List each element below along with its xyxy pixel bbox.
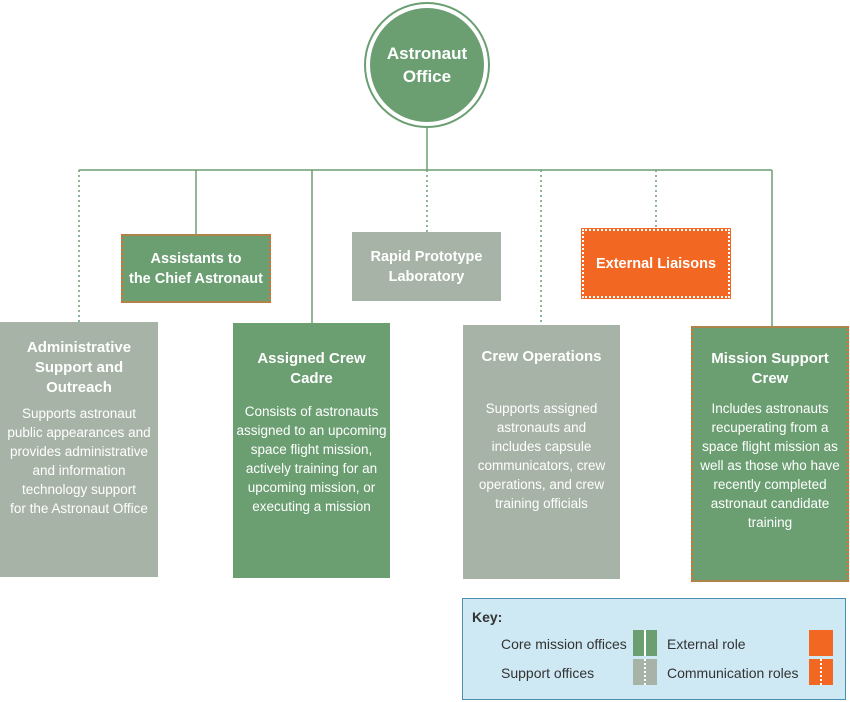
admin-title-line3: Outreach: [46, 379, 112, 396]
mission-title: Mission Support Crew: [691, 349, 849, 389]
astronaut-office-title-line1: Astronaut: [386, 44, 468, 63]
crewops-desc-line6: training officials: [495, 496, 588, 511]
mission-desc-line3: space flight mission as: [702, 439, 838, 454]
mission-desc-line7: training: [747, 515, 793, 530]
admin-desc-line6: for the Astronaut Office: [10, 501, 148, 516]
admin-support-node: Administrative Support and Outreach Supp…: [0, 322, 158, 577]
key-core-label: Core mission offices: [501, 636, 627, 652]
assistants-label-line1: Assistants to: [150, 250, 242, 267]
assigned-description: Consists of astronauts assigned to an up…: [233, 402, 390, 516]
admin-title-line1: Administrative: [26, 339, 132, 356]
assigned-desc-line5: upcoming mission, or: [247, 480, 376, 495]
mission-desc-line1: Includes astronauts: [711, 401, 829, 416]
mission-title-line2: Crew: [751, 370, 789, 387]
rapid-prototype-node: Rapid Prototype Laboratory: [352, 232, 501, 301]
assigned-desc-line1: Consists of astronauts: [244, 404, 379, 419]
communication-swatch: [809, 659, 833, 685]
admin-desc-line5: technology support: [21, 482, 137, 497]
admin-desc-line3: provides administrative: [9, 444, 149, 459]
admin-desc-line1: Supports astronaut: [21, 406, 137, 421]
crew-operations-node: Crew Operations Supports assigned astron…: [463, 325, 620, 579]
assigned-title-line1: Assigned Crew: [257, 350, 366, 367]
admin-desc-line2: public appearances and: [7, 425, 151, 440]
mission-desc-line4: well as those who have: [700, 458, 840, 473]
key-external-label: External role: [667, 636, 746, 652]
admin-description: Supports astronaut public appearances an…: [0, 404, 158, 518]
support-swatch: [633, 659, 657, 685]
mission-title-line1: Mission Support: [711, 350, 829, 367]
crewops-desc-line1: Supports assigned: [485, 401, 598, 416]
key-title: Key:: [472, 609, 503, 625]
crewops-desc-line5: operations, and crew: [478, 477, 605, 492]
admin-title-line2: Support and: [34, 359, 124, 376]
rapid-label-line2: Laboratory: [388, 268, 465, 285]
crewops-title: Crew Operations: [463, 347, 620, 367]
crewops-desc-line3: includes capsule: [491, 439, 592, 454]
assigned-desc-line3: space flight mission,: [250, 442, 373, 457]
liaisons-label: External Liaisons: [595, 255, 717, 272]
crewops-desc-line2: astronauts and: [496, 420, 587, 435]
assistants-node: Assistants to the Chief Astronaut: [121, 234, 271, 303]
rapid-label-line1: Rapid Prototype: [370, 248, 483, 265]
crewops-desc-line4: communicators, crew: [477, 458, 606, 473]
mission-support-node: Mission Support Crew Includes astronauts…: [691, 326, 849, 582]
mission-desc-line5: recently completed: [713, 477, 827, 492]
assigned-desc-line6: executing a mission: [252, 499, 371, 514]
key-communication-label: Communication roles: [667, 665, 799, 681]
assistants-label-line2: the Chief Astronaut: [129, 270, 263, 287]
admin-title: Administrative Support and Outreach: [0, 338, 158, 398]
mission-desc-line2: recuperating from a: [711, 420, 829, 435]
mission-description: Includes astronauts recuperating from a …: [691, 399, 849, 532]
crewops-description: Supports assigned astronauts and include…: [463, 399, 620, 513]
assigned-desc-line2: assigned to an upcoming: [236, 423, 387, 438]
external-liaisons-node: External Liaisons: [581, 228, 731, 299]
key-support-label: Support offices: [501, 665, 595, 681]
assigned-title: Assigned Crew Cadre: [233, 349, 390, 389]
assigned-crew-node: Assigned Crew Cadre Consists of astronau…: [233, 323, 390, 578]
mission-desc-line6: astronaut candidate: [710, 496, 830, 511]
admin-desc-line4: and information: [32, 463, 126, 478]
core-swatch: [633, 630, 657, 656]
astronaut-office-node: Astronaut Office: [370, 8, 484, 122]
assigned-title-line2: Cadre: [290, 370, 333, 387]
legend-key: Key: Core mission offices External role …: [462, 598, 846, 700]
external-swatch: [809, 630, 833, 656]
assigned-desc-line4: actively training for an: [245, 461, 378, 476]
astronaut-office-title-line2: Office: [402, 67, 452, 86]
crewops-title-line1: Crew Operations: [481, 348, 602, 365]
